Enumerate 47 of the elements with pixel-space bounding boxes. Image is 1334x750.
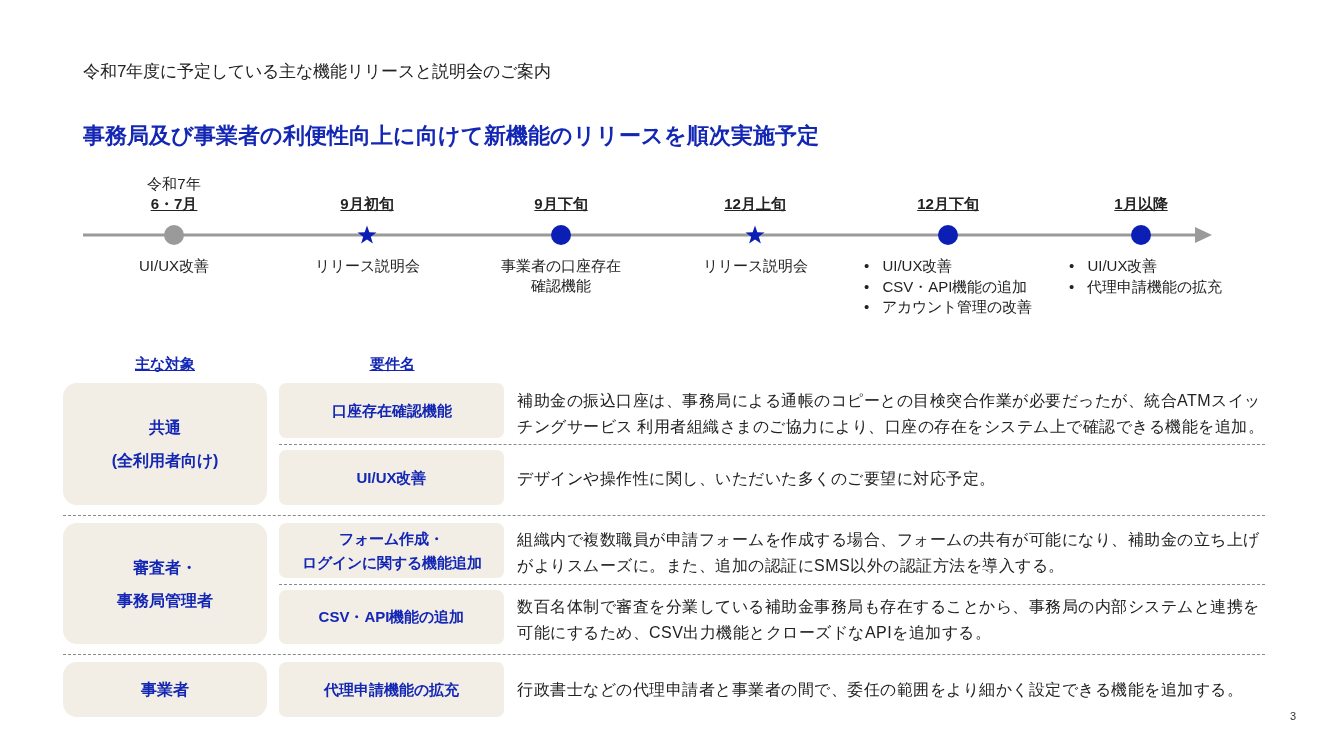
bullet-item: • CSV・API機能の追加	[864, 276, 1028, 297]
milestone-dot-icon	[551, 225, 571, 245]
bullet-item: • 代理申請機能の拡充	[1069, 276, 1223, 297]
star-icon	[357, 225, 377, 244]
page-number: 3	[1290, 709, 1297, 723]
milestone-dot-icon	[938, 225, 958, 245]
requirement-label: UI/UX改善	[356, 467, 427, 488]
category-label: 事業者	[141, 680, 189, 700]
description-text: 数百名体制で審査を分業している補助金事務局も存在することから、事務局の内部システムと連携を可能にするため、CSV出力機能とクローズドなAPIを追加する。	[517, 597, 1261, 643]
category-label: (全利用者向け)	[111, 451, 219, 471]
milestone-text: リリース説明会	[314, 256, 420, 276]
description-text: 補助金の振込口座は、事務局による通帳のコピーとの目検突合作業が必要だったが、統合ATMスイッチングサービス 利用者組織さまのご協力により、口座の存在をシステム上で確認できる機能を追加。	[517, 391, 1266, 437]
requirement-label: CSV・API機能の追加	[318, 607, 465, 627]
star-icon	[745, 225, 765, 244]
date-label: 12月上旬	[724, 194, 786, 214]
milestone-text: 事業者の口座存在確認機能	[500, 256, 622, 296]
requirement-box	[279, 383, 504, 438]
year-label: 令和7年	[147, 174, 201, 194]
date-label: 1月以降	[1114, 194, 1168, 214]
date-label: 6・7月	[150, 194, 198, 214]
requirement-box	[279, 523, 504, 578]
description-text: 組織内で複数職員が申請フォームを作成する場合、フォームの共有が可能になり、補助金の立ち上げがよりスムーズに。また、追加の認証にSMS以外の認証方法を導入する。	[517, 530, 1261, 576]
milestone-text: UI/UX改善	[139, 256, 209, 276]
category-label: 共通	[149, 418, 181, 438]
date-label: 9月下旬	[534, 194, 588, 214]
category-box	[63, 383, 267, 505]
bullet-item: • UI/UX改善	[864, 256, 953, 276]
milestone-text: リリース説明会	[702, 256, 808, 276]
bullet-item: • UI/UX改善	[1069, 256, 1158, 276]
requirement-label: フォーム作成・ログインに関する機能追加	[300, 528, 483, 573]
category-box	[63, 523, 267, 644]
slide-title: 令和7年度に予定している主な機能リリースと説明会のご案内	[83, 61, 552, 83]
requirement-box	[279, 450, 504, 505]
category-label: 審査者・事務局管理者	[116, 557, 214, 611]
description-text: デザインや操作性に関し、いただいた多くのご要望に対応予定。	[517, 469, 997, 489]
requirement-box	[279, 590, 504, 644]
requirement-label: 口座存在確認機能	[331, 400, 452, 421]
date-label: 12月下旬	[917, 194, 979, 214]
description-text: 行政書士などの代理申請者と事業者の間で、委任の範囲をより細かく設定できる機能を追加する。	[517, 680, 1244, 700]
category-box	[63, 662, 267, 717]
milestone-dot-icon	[1131, 225, 1151, 245]
headline: 事務局及び事業者の利便性向上に向けて新機能のリリースを順次実施予定	[83, 122, 819, 150]
requirement-label: 代理申請機能の拡充	[324, 679, 459, 700]
bullet-item: • アカウント管理の改善	[864, 297, 1033, 317]
date-label: 9月初旬	[340, 194, 394, 214]
milestone-dot-icon	[164, 225, 184, 245]
requirement-box	[279, 662, 504, 717]
